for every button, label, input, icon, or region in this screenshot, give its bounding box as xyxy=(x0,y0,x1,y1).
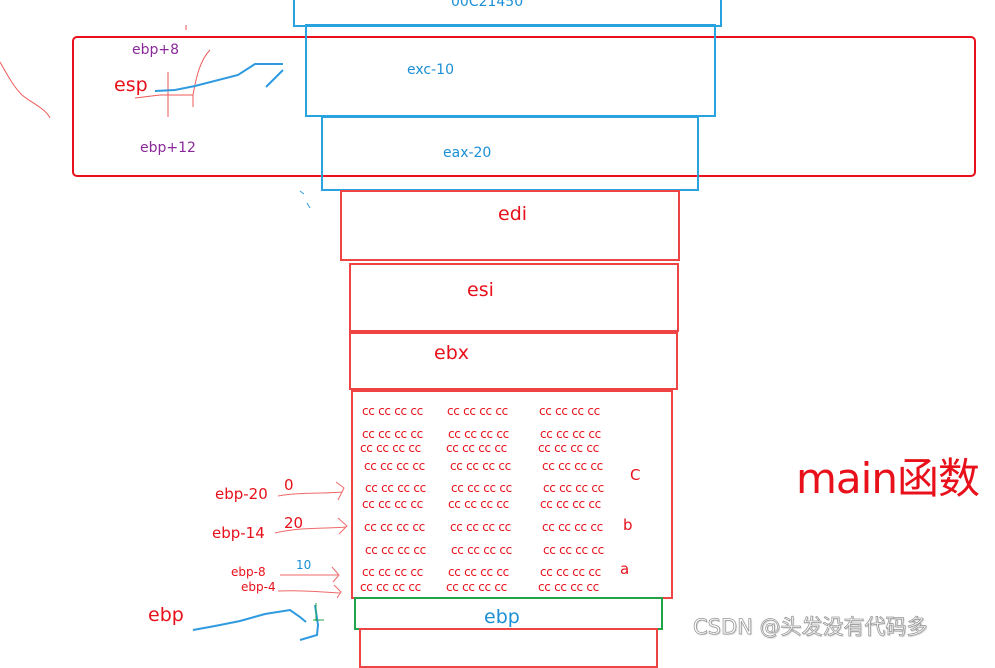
cc-fill-group: cc cc cc cc xyxy=(539,404,600,418)
pointer-label-ebp-20: ebp-20 xyxy=(215,485,268,503)
ebp-pointer-head xyxy=(299,604,320,641)
esp-pointer-head xyxy=(265,69,284,88)
stack-cell-saved-esi: esi xyxy=(349,263,679,332)
arrow-ebp-4 xyxy=(277,590,341,594)
stack-cell-return-address: 00C21450 xyxy=(293,0,722,27)
scribble-stroke xyxy=(0,61,51,119)
arrow-head-ebp-8 xyxy=(331,566,340,583)
cc-fill-group: cc cc cc cc xyxy=(448,497,509,511)
arrow-head-ebp-14 xyxy=(337,517,348,535)
cc-fill-group: cc cc cc cc xyxy=(542,459,603,473)
arrow-ebp-14 xyxy=(274,526,347,534)
cc-fill-group: cc cc cc cc xyxy=(538,441,599,455)
label-ebp-plus-8: ebp+8 xyxy=(132,42,180,58)
ebp-pointer-label: ebp xyxy=(148,604,184,626)
pointer-label-ebp-14: ebp-14 xyxy=(212,524,265,542)
cc-fill-group: cc cc cc cc xyxy=(446,580,507,594)
stack-cell-saved-edi: edi xyxy=(340,190,680,261)
cc-fill-group: cc cc cc cc xyxy=(538,580,599,594)
stack-cell-saved-ebp: ebp xyxy=(354,597,663,630)
cc-fill-group: cc cc cc cc xyxy=(542,520,603,534)
cc-fill-group: cc cc cc cc xyxy=(446,441,507,455)
cc-fill-group: cc cc cc cc xyxy=(540,497,601,511)
cc-fill-group: cc cc cc cc xyxy=(362,404,423,418)
arrow-ebp-20 xyxy=(277,491,343,497)
stray-mark xyxy=(306,202,311,209)
cc-fill-group: cc cc cc cc xyxy=(360,441,421,455)
param-2-label: eax-20 xyxy=(443,145,492,161)
var-label-a: a xyxy=(620,560,630,578)
cc-fill-group: cc cc cc cc xyxy=(451,481,512,495)
saved-ebp-label: ebp xyxy=(484,606,520,628)
cc-fill-group: cc cc cc cc xyxy=(364,459,425,473)
esp-pointer-line xyxy=(154,63,283,92)
pointer-value-ebp-8: 10 xyxy=(296,558,312,572)
cc-fill-group: cc cc cc cc xyxy=(360,580,421,594)
arrow-head-ebp-4 xyxy=(333,584,342,599)
var-label-c: C xyxy=(630,466,641,484)
cc-fill-group: cc cc cc cc xyxy=(540,427,601,441)
stack-cell-saved-ebx: ebx xyxy=(349,332,678,390)
annotation-strokes xyxy=(0,25,348,641)
arrow-head-ebp-20 xyxy=(335,481,345,501)
cc-fill-group: cc cc cc cc xyxy=(362,427,423,441)
esp-arrow-stroke xyxy=(192,49,211,96)
saved-ebx-label: ebx xyxy=(434,342,469,364)
cc-fill-group: cc cc cc cc xyxy=(362,497,423,511)
return-address-label: 00C21450 xyxy=(451,0,524,10)
pointer-value-ebp-14: 20 xyxy=(284,514,304,532)
pointer-value-ebp-20: 0 xyxy=(284,476,294,494)
esp-crosshair-h xyxy=(134,94,194,107)
label-ebp-plus-12: ebp+12 xyxy=(140,140,196,156)
cc-fill-group: cc cc cc cc xyxy=(450,520,511,534)
cc-fill-group: cc cc cc cc xyxy=(540,565,601,579)
var-label-b: b xyxy=(623,516,633,534)
cc-fill-group: cc cc cc cc xyxy=(365,543,426,557)
cc-fill-group: cc cc cc cc xyxy=(362,565,423,579)
stack-cell-param-2: eax-20 xyxy=(321,116,699,191)
cc-fill-group: cc cc cc cc xyxy=(448,565,509,579)
cc-fill-group: cc cc cc cc xyxy=(451,543,512,557)
cc-fill-group: cc cc cc cc xyxy=(450,459,511,473)
cc-fill-group: cc cc cc cc xyxy=(543,481,604,495)
watermark: CSDN @头发没有代码多 xyxy=(693,615,928,639)
diagram-title: main函数 xyxy=(796,454,980,503)
cc-fill-group: cc cc cc cc xyxy=(364,520,425,534)
cc-fill-group: cc cc cc cc xyxy=(448,427,509,441)
pointer-label-ebp-4: ebp-4 xyxy=(241,580,276,594)
cc-fill-group: cc cc cc cc xyxy=(365,481,426,495)
saved-esi-label: esi xyxy=(467,279,494,301)
parameter-region xyxy=(72,36,976,177)
stray-mark xyxy=(299,190,305,195)
pointer-label-ebp-8: ebp-8 xyxy=(231,565,266,579)
param-1-label: exc-10 xyxy=(407,62,454,78)
saved-edi-label: edi xyxy=(498,203,528,225)
ebp-pointer-line xyxy=(192,608,307,631)
label-esp: esp xyxy=(114,74,148,96)
cc-fill-group: cc cc cc cc xyxy=(543,543,604,557)
cc-fill-group: cc cc cc cc xyxy=(447,404,508,418)
stack-cell-param-1: exc-10 xyxy=(305,24,716,117)
next-stack-cell xyxy=(359,628,658,668)
